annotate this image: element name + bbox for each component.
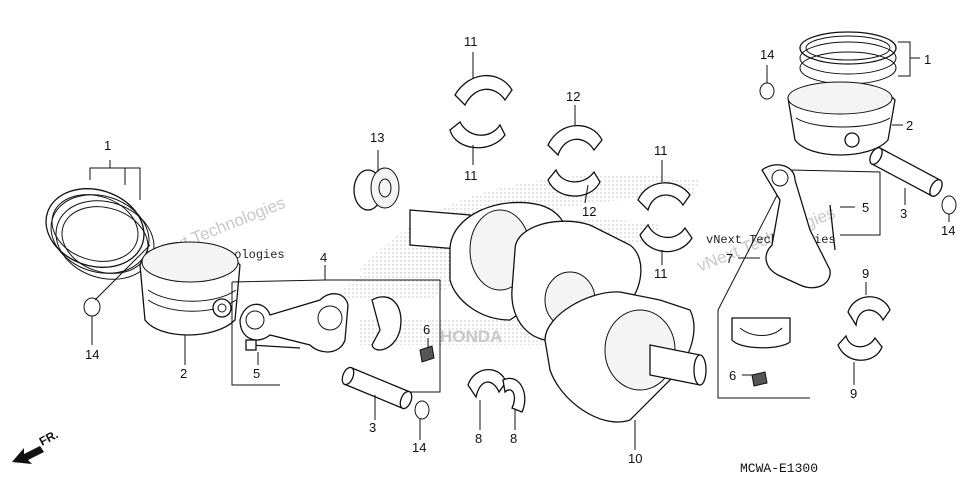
front-marker-label: FR. [37,427,61,448]
callout-3-left: 3 [369,420,376,435]
callout-10: 10 [628,451,642,466]
callout-12-bottom: 12 [582,204,596,219]
callout-8-b: 8 [510,431,517,446]
callout-11-top-a: 11 [464,34,478,49]
bearing-11-top-a [454,74,513,107]
bearing-9-top [847,296,891,327]
callout-2-left: 2 [180,366,187,381]
callout-1-right: 1 [924,52,931,67]
callout-14-mid: 14 [412,440,426,455]
crankshaft-main [511,220,707,423]
piston-pin-right [869,147,943,197]
callout-1-left: 1 [104,138,111,153]
front-direction-arrow: FR. [12,427,60,464]
callout-3-right: 3 [900,206,907,221]
honda-logo-text: HONDA [440,327,502,346]
piston-rings-right [799,31,897,85]
bearing-11-mid-a [637,182,691,212]
connecting-rod-left-group [231,279,441,393]
callout-6-left: 6 [423,322,430,337]
callout-7: 7 [726,251,733,266]
circlip-left [83,297,101,317]
callout-6-right: 6 [729,368,736,383]
piston-right [787,81,896,156]
callout-2-right: 2 [906,118,913,133]
callout-5-left: 5 [253,366,260,381]
callout-5-right: 5 [862,200,869,215]
bearing-12-top [547,124,603,157]
callout-11-mid-b: 11 [654,266,668,281]
callout-4: 4 [320,250,327,265]
callout-numbers: 1 2 3 4 5 6 14 14 13 11 11 12 12 11 11 8… [85,34,955,466]
piston-pin-left [341,366,413,410]
callout-9-bottom: 9 [850,386,857,401]
piston-left [139,241,241,336]
bearing-8-b [502,377,526,413]
callout-14-right: 14 [941,223,955,238]
callout-11-top-b: 11 [464,168,478,183]
callout-13: 13 [370,130,384,145]
callout-9-top: 9 [862,266,869,281]
callout-8-a: 8 [475,431,482,446]
bearing-8-a [467,369,507,399]
circlip-right [941,195,957,215]
connecting-rod-right-group [717,164,881,399]
callout-12-top: 12 [566,89,580,104]
callout-11-mid-a: 11 [654,143,668,158]
diagram-code: MCWA-E1300 [740,461,818,476]
bearing-11-mid-b [639,223,693,253]
callout-14-left: 14 [85,347,99,362]
circlip-topright [759,82,775,100]
bearing-11-top-b [449,120,506,149]
circlip-mid [414,400,430,420]
callout-14-topright: 14 [760,47,774,62]
bearing-9-bottom [837,334,883,361]
leader-lines [89,41,950,450]
starter-gear [353,167,400,211]
